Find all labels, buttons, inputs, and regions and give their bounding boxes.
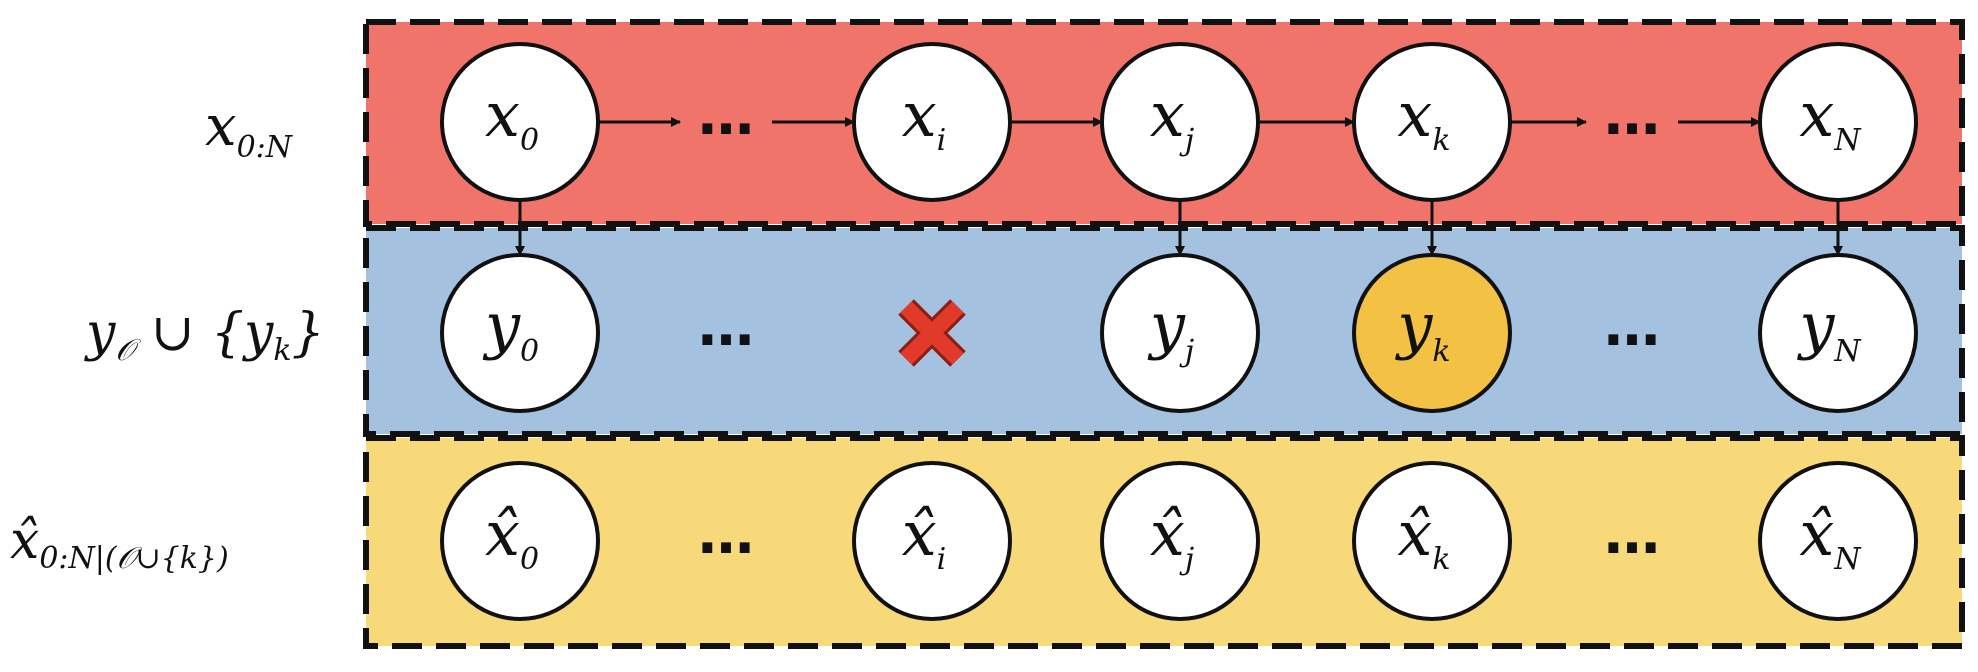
svg-text:xk: xk <box>1397 78 1450 158</box>
svg-text:xi: xi <box>902 78 947 158</box>
row-label-x: x0:N <box>205 94 294 165</box>
ellipsis-xhat-5: … <box>1604 502 1660 567</box>
row-label-xhat: x̂0:N|(𝒪∪{k}) <box>10 511 229 576</box>
svg-text:yk: yk <box>1394 289 1450 369</box>
svg-text:yN: yN <box>1796 289 1862 369</box>
node-x-0: x0 <box>440 42 600 202</box>
edges-layer <box>515 117 1843 256</box>
node-xhat-k: x̂k <box>1352 461 1512 621</box>
svg-text:x̂j: x̂j <box>1150 497 1194 577</box>
ellipsis-x-1: … <box>698 83 754 148</box>
svg-text:x̂k: x̂k <box>1397 497 1450 577</box>
svg-text:xj: xj <box>1150 78 1194 158</box>
cross-icon <box>898 299 966 367</box>
node-xhat-n: x̂N <box>1758 461 1918 621</box>
svg-text:yj: yj <box>1147 289 1194 369</box>
ellipsis-y-1: … <box>698 294 754 359</box>
node-x-i: xi <box>852 42 1012 202</box>
row-label-y: y𝒪 ∪ {yk} <box>84 303 325 368</box>
svg-text:y0: y0 <box>482 289 539 369</box>
node-xhat-j: x̂j <box>1100 461 1260 621</box>
node-xhat-0: x̂0 <box>440 461 600 621</box>
svg-text:x̂i: x̂i <box>902 497 947 577</box>
svg-text:x̂0: x̂0 <box>485 497 539 577</box>
node-y-0: y0 <box>440 253 600 413</box>
svg-text:x0: x0 <box>485 78 539 158</box>
nodes-layer: x0 … xi xj xk … xN y0 … yj yk … yN x̂0 … x̂i x̂j x̂k … x̂N <box>440 42 1918 621</box>
ellipsis-x-5: … <box>1604 83 1660 148</box>
node-xhat-i: x̂i <box>852 461 1012 621</box>
node-y-n: yN <box>1758 253 1918 413</box>
svg-text:xN: xN <box>1799 78 1862 158</box>
ellipsis-y-5: … <box>1604 294 1660 359</box>
svg-text:x̂N: x̂N <box>1799 497 1862 577</box>
node-y-k: yk <box>1352 253 1512 413</box>
node-x-k: xk <box>1352 42 1512 202</box>
node-x-j: xj <box>1100 42 1260 202</box>
ellipsis-xhat-1: … <box>698 502 754 567</box>
node-x-n: xN <box>1758 42 1918 202</box>
node-y-j: yj <box>1100 253 1260 413</box>
